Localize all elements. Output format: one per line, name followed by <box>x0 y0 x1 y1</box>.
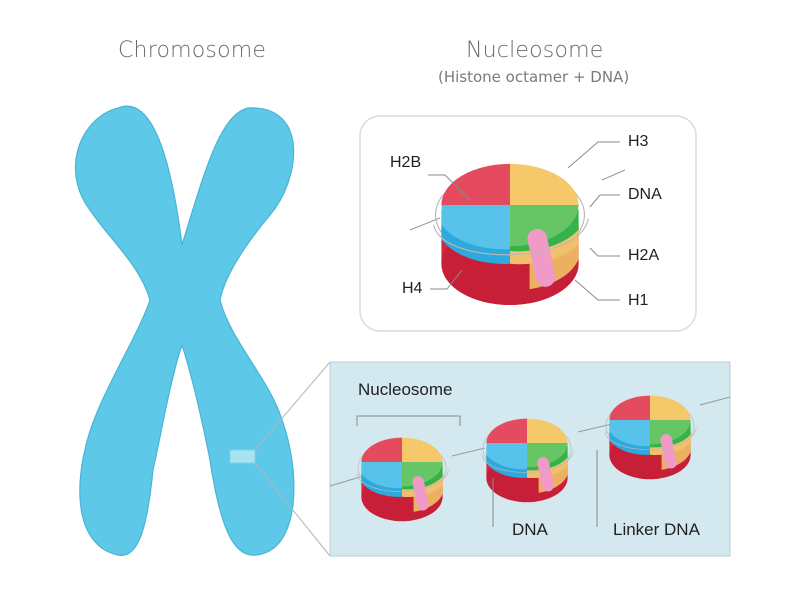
h4-leader <box>430 269 463 290</box>
nucleosome-subtitle: (Histone octamer + DNA) <box>438 68 630 86</box>
nucleosome-1 <box>356 437 449 522</box>
zoom-nucleosome-label: Nucleosome <box>358 380 453 399</box>
dna-strand <box>329 396 731 487</box>
chromosome-zoom-region <box>229 449 256 464</box>
dna-label: DNA <box>628 186 662 203</box>
h1-label: H1 <box>628 292 649 309</box>
zoom-connector-bottom <box>254 462 331 557</box>
nucleosome-bracket <box>356 415 461 426</box>
zoom-linker-dna-label: Linker DNA <box>613 520 700 539</box>
zoom-connector-top <box>254 361 331 451</box>
nucleosome-title: Nucleosome <box>466 38 604 63</box>
h3-leader <box>567 141 620 169</box>
h4-label: H4 <box>402 280 423 297</box>
dna-leader <box>589 194 620 208</box>
zoom-dna-label: DNA <box>512 520 548 539</box>
h1-leader <box>574 279 620 301</box>
chromosome-shape <box>74 105 295 556</box>
h3-label: H3 <box>628 133 649 150</box>
h2b-label: H2B <box>390 154 422 171</box>
nucleosome-illustration <box>432 163 589 306</box>
h2a-leader <box>589 247 620 257</box>
h2b-leader <box>428 174 471 201</box>
chromosome-title: Chromosome <box>118 38 267 63</box>
nucleosome-2 <box>481 418 574 503</box>
h2a-label: H2A <box>628 247 660 264</box>
nucleosome-3 <box>604 395 697 480</box>
